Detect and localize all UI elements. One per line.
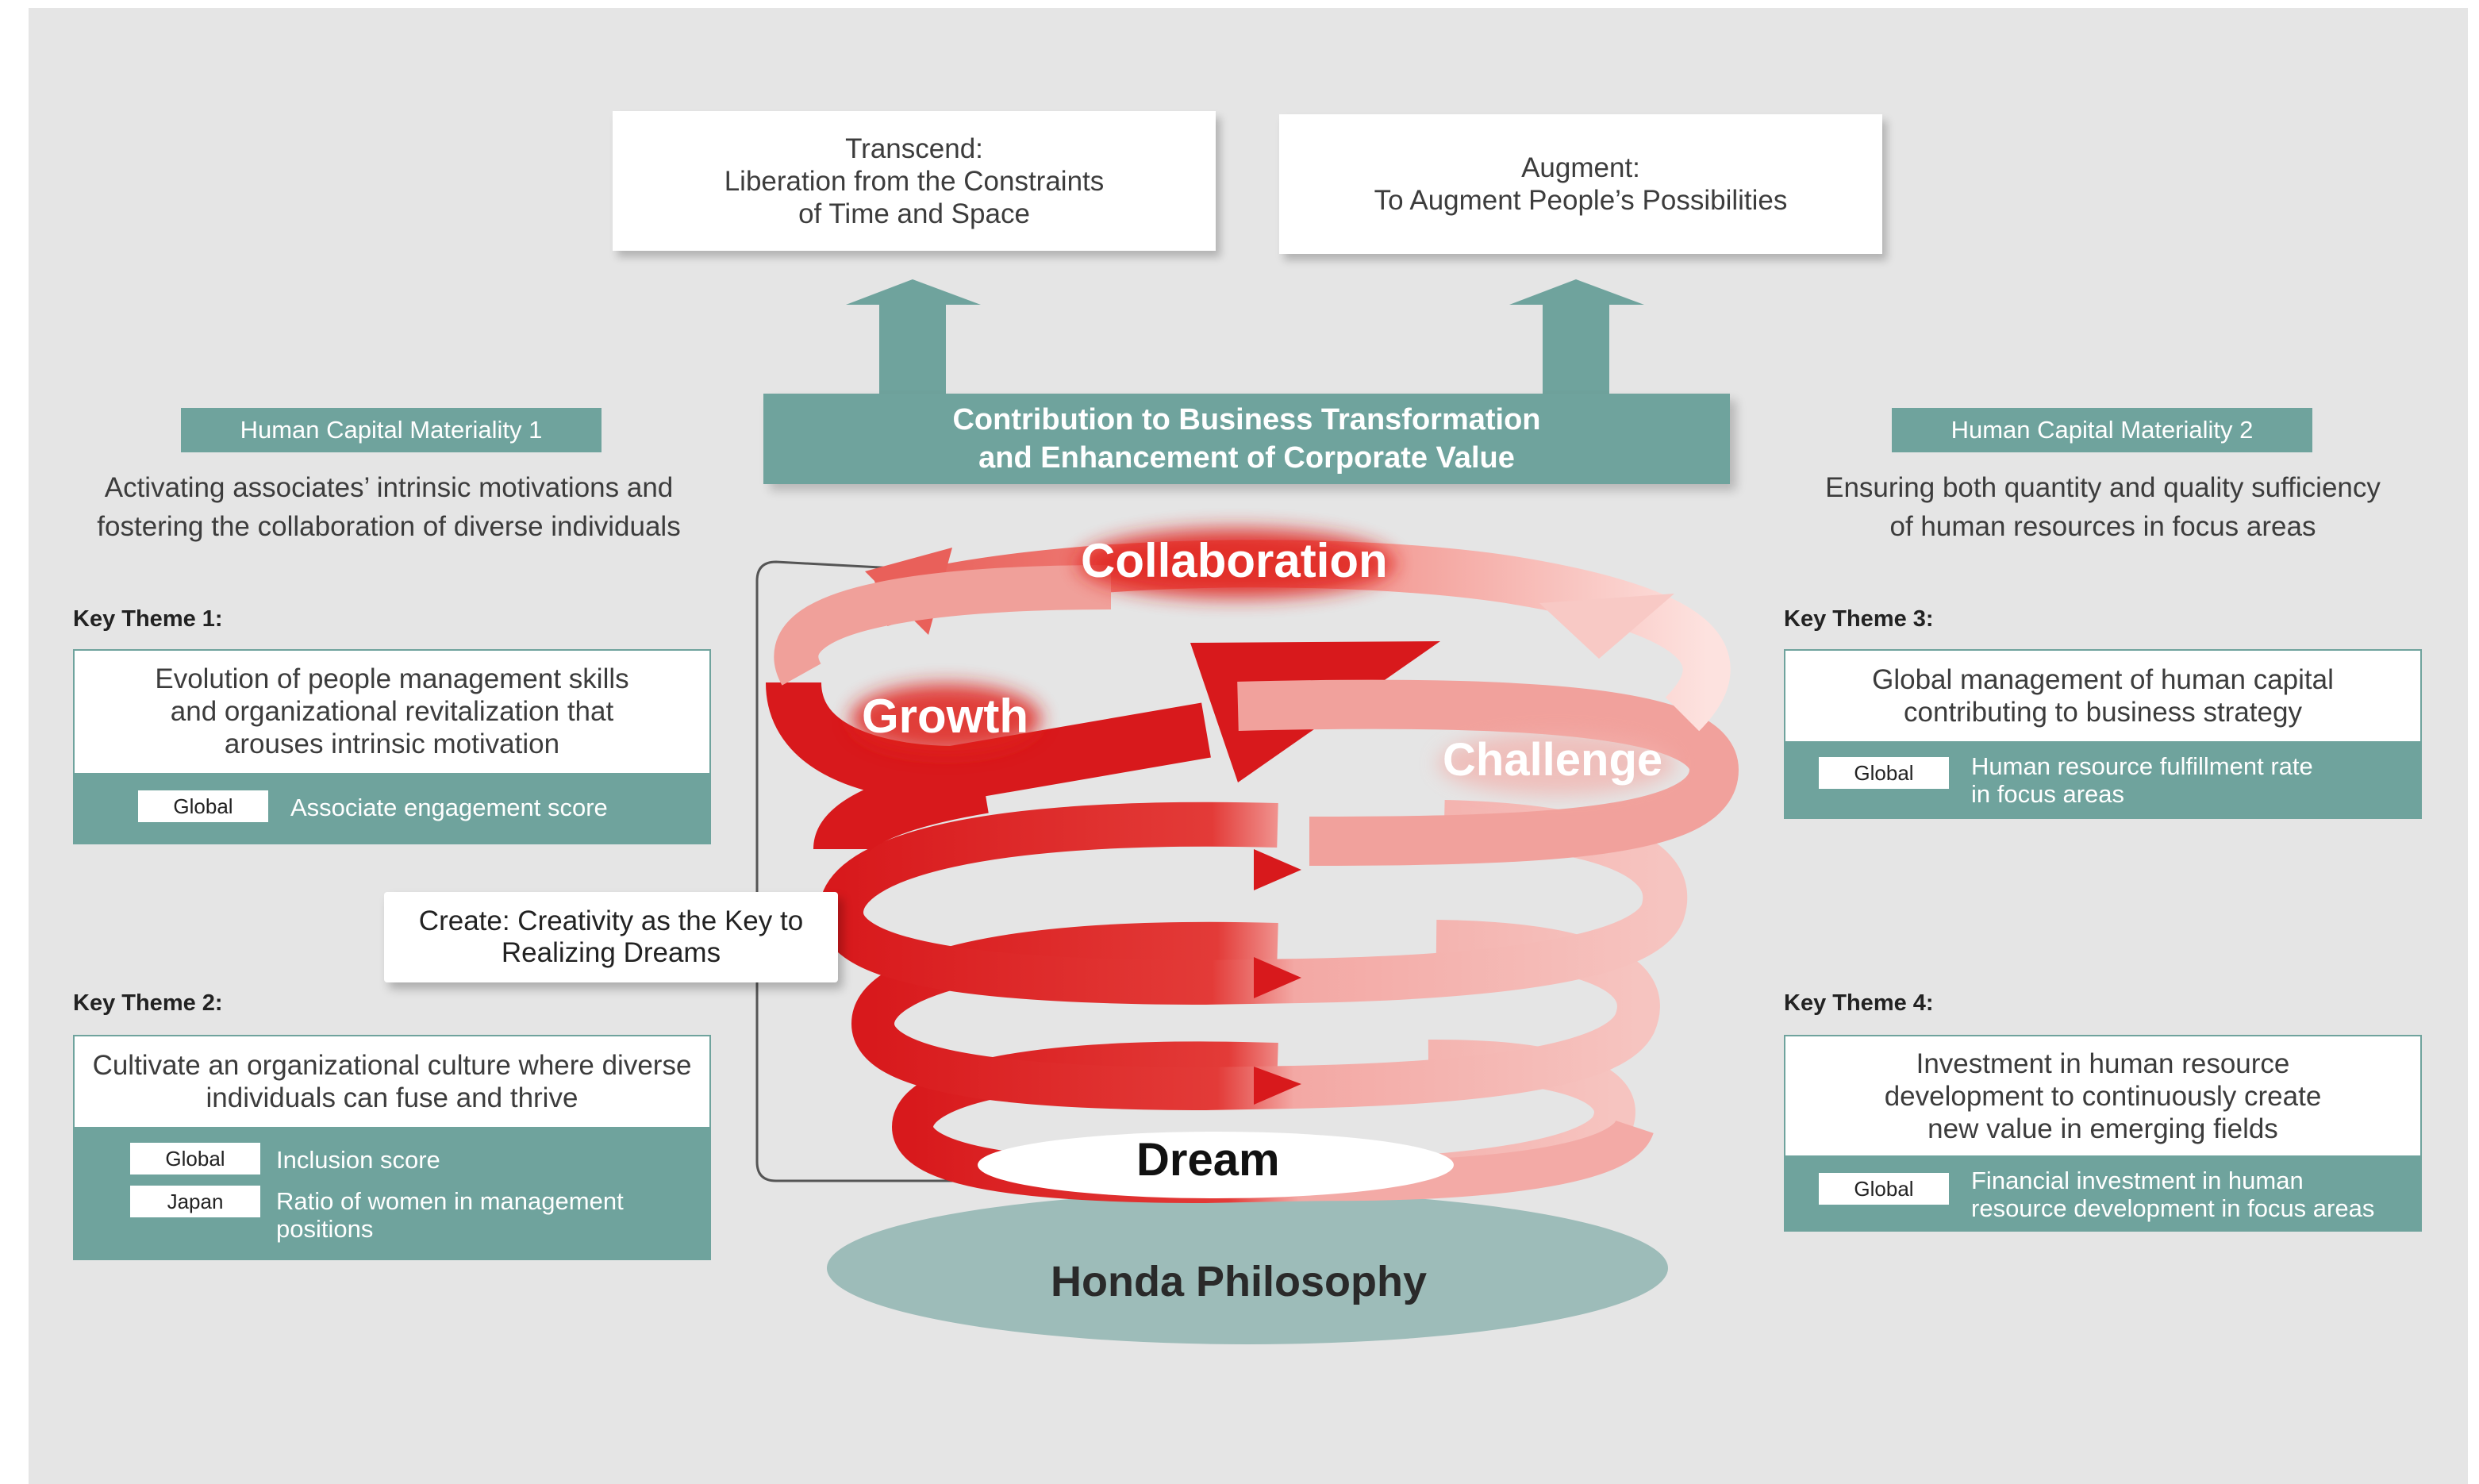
- key-theme-3-box: Global management of human capital contr…: [1784, 649, 2422, 819]
- key-theme-1-title: Key Theme 1:: [73, 606, 223, 632]
- key-theme-2-title: Key Theme 2:: [73, 990, 223, 1016]
- growth-glow: [851, 684, 1041, 754]
- collaboration-word: Collaboration: [1081, 534, 1388, 587]
- dream-label: Dream: [1136, 1134, 1280, 1186]
- collaboration-arrowhead-right: [1539, 594, 1674, 659]
- kpi-label: Ratio of women in management positions: [276, 1187, 624, 1243]
- materiality-1-label: Human Capital Materiality 1: [181, 408, 601, 452]
- kpi-label: Financial investment in human resource d…: [1971, 1167, 2375, 1222]
- key-theme-4-title: Key Theme 4:: [1784, 990, 1934, 1016]
- materiality-2-label: Human Capital Materiality 2: [1892, 408, 2312, 452]
- up-arrow-right: [1509, 279, 1644, 395]
- transcend-text: Transcend: Liberation from the Constrain…: [724, 133, 1105, 229]
- materiality-2-description: Ensuring both quantity and quality suffi…: [1825, 472, 2381, 542]
- honda-philosophy-label: Honda Philosophy: [1051, 1258, 1428, 1305]
- kpi-label: Associate engagement score: [290, 794, 608, 821]
- key-theme-2-box: Cultivate an organizational culture wher…: [73, 1035, 711, 1260]
- collaboration-ring-inner: [774, 565, 1112, 686]
- growth-ring: [766, 680, 1211, 855]
- create-box: Create: Creativity as the Key to Realizi…: [384, 892, 838, 982]
- key-theme-1-text: Evolution of people management skills an…: [155, 663, 629, 759]
- key-theme-3-kpi-band: Global Human resource fulfillment rate i…: [1784, 741, 2422, 819]
- key-theme-1-kpi-band: Global Associate engagement score: [73, 773, 711, 844]
- transcend-box: Transcend: Liberation from the Constrain…: [613, 111, 1216, 251]
- kpi-label: Inclusion score: [276, 1146, 440, 1174]
- kpi-region-tag: Global: [1819, 1173, 1949, 1205]
- key-theme-2-text: Cultivate an organizational culture wher…: [92, 1050, 692, 1113]
- philosophy-base: [827, 1192, 1668, 1344]
- ring-arrowhead-4: [1254, 1067, 1301, 1105]
- contribution-banner: Contribution to Business Transformation …: [763, 394, 1730, 484]
- augment-text: Augment: To Augment People’s Possibiliti…: [1374, 152, 1788, 216]
- bracket-line: [755, 560, 1003, 1182]
- key-theme-3-title: Key Theme 3:: [1784, 606, 1934, 632]
- kpi-region-tag: Global: [130, 1143, 260, 1175]
- kpi-region-tag: Global: [1819, 757, 1949, 789]
- challenge-glow: [1438, 732, 1676, 795]
- key-theme-3-text: Global management of human capital contr…: [1872, 664, 2334, 728]
- materiality-1-description: Activating associates’ intrinsic motivat…: [97, 472, 681, 542]
- key-theme-4-kpi-band: Global Financial investment in human res…: [1784, 1155, 2422, 1232]
- augment-box: Augment: To Augment People’s Possibiliti…: [1279, 114, 1882, 254]
- ring-arrowhead-3: [1254, 957, 1301, 998]
- ring-arrowhead-2: [1254, 849, 1301, 890]
- challenge-word: Challenge: [1443, 734, 1663, 786]
- kpi-region-tag: Global: [138, 790, 268, 822]
- collaboration-glow: [1078, 529, 1395, 598]
- kpi-label: Human resource fulfillment rate in focus…: [1971, 752, 2313, 808]
- key-theme-1-box: Evolution of people management skills an…: [73, 649, 711, 844]
- kpi-region-tag: Japan: [130, 1186, 260, 1217]
- challenge-ring: [1237, 679, 1739, 866]
- spiral-ring-2: [818, 800, 1688, 1005]
- key-theme-2-kpi-band: Global Inclusion score Japan Ratio of wo…: [73, 1127, 711, 1260]
- up-arrow-left: [846, 279, 981, 395]
- growth-word: Growth: [862, 690, 1028, 743]
- key-theme-4-text: Investment in human resource development…: [1884, 1048, 2322, 1144]
- dream-ellipse: [978, 1132, 1454, 1198]
- key-theme-4-box: Investment in human resource development…: [1784, 1035, 2422, 1232]
